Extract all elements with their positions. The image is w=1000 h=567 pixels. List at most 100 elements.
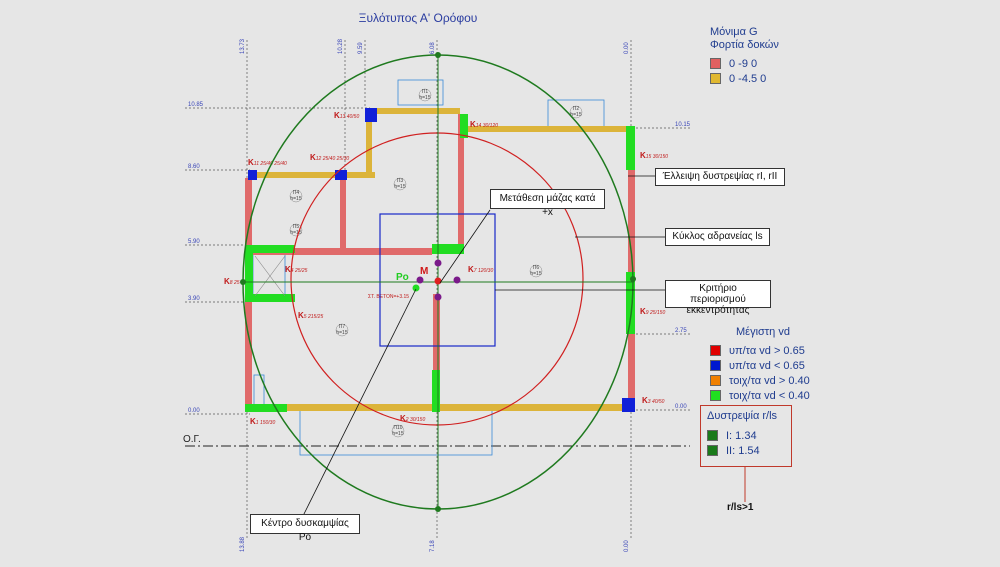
vd-legend: Μέγιστη vd υπ/τα vd > 0.65 υπ/τα vd < 0.… bbox=[710, 325, 840, 403]
beam bbox=[345, 172, 375, 178]
column-dim: 5 215/25 bbox=[304, 314, 324, 320]
vd-legend-item: υπ/τα vd < 0.65 bbox=[710, 358, 840, 373]
inertia-circle bbox=[290, 132, 584, 426]
column-dim: 4 25/25 bbox=[291, 268, 308, 274]
slab-markers: Π1h=15 Π2h=15 Π3h=15 Π4h=15 Π5h=15 Π6h=1… bbox=[289, 88, 583, 438]
ductility-title: Δυστρεψία r/ls bbox=[707, 410, 778, 422]
stair-lines bbox=[254, 255, 286, 297]
level-labels-right: 10.15 2.75 0.00 bbox=[675, 122, 691, 410]
column-label: K2 30/150 bbox=[400, 414, 425, 423]
legend-label: τοιχ/τα vd < 0.40 bbox=[729, 389, 810, 402]
column-dim: 14 30/120 bbox=[476, 123, 498, 129]
mass-shift-point bbox=[434, 293, 442, 301]
column-label: K15 30/150 bbox=[640, 151, 668, 160]
slab-id: Π4 bbox=[293, 190, 300, 196]
column-label: K13 40/50 bbox=[334, 111, 359, 120]
inertia-callout: Κύκλος αδρανείας ls bbox=[665, 228, 770, 246]
axis-end-dot bbox=[240, 279, 246, 285]
axis-labels-bottom: 13.88 7.18 0.00 bbox=[240, 536, 630, 552]
eccentricity-text-1: Κριτήριο περιορισμού bbox=[690, 283, 746, 305]
column bbox=[248, 170, 257, 180]
column-label: K14 30/120 bbox=[470, 120, 498, 129]
axis-label: 0.00 bbox=[624, 540, 630, 552]
beam bbox=[628, 170, 635, 272]
column-dim: 8 25 bbox=[230, 280, 240, 286]
ductility-box: Δυστρεψία r/ls I: 1.34 II: 1.54 bbox=[700, 405, 792, 467]
slab-marker: Π5h=15 bbox=[289, 223, 303, 237]
loads-legend: Μόνιμα G Φορτία δοκών 0 -9 0 0 -4.5 0 bbox=[710, 26, 830, 86]
wall bbox=[460, 114, 468, 138]
column-dim: 9 25/150 bbox=[646, 310, 666, 316]
drawing-title: Ξυλότυπος Α' Ορόφου bbox=[359, 11, 478, 25]
column-labels: K11 25/40 25/40 K12 25/40 25/30 K13 40/5… bbox=[224, 111, 668, 426]
ductility-value: II: 1.54 bbox=[726, 444, 760, 457]
ductility-connector bbox=[744, 466, 746, 502]
beam bbox=[433, 294, 440, 370]
mass-shift-point bbox=[434, 259, 442, 267]
column-id: K bbox=[642, 396, 648, 405]
slab-h: h=15 bbox=[530, 271, 541, 277]
walls bbox=[245, 114, 635, 412]
column-id: K bbox=[640, 307, 646, 316]
legend-swatch bbox=[710, 360, 721, 371]
legend-label: 0 -4.5 0 bbox=[729, 72, 767, 85]
slab-id: Π10 bbox=[393, 425, 402, 431]
mass-shift-point bbox=[453, 276, 461, 284]
mass-shift-point bbox=[416, 276, 424, 284]
level-label: 0.00 bbox=[188, 408, 200, 414]
stiffness-center-text: Κέντρο δυσκαμψίας Po bbox=[261, 518, 349, 543]
slab-id: Π6 bbox=[533, 265, 540, 271]
level-lines bbox=[185, 107, 690, 415]
level-label: 2.75 bbox=[675, 328, 687, 334]
vd-legend-item: τοιχ/τα vd > 0.40 bbox=[710, 373, 840, 388]
wall bbox=[245, 294, 295, 302]
column-id: K bbox=[248, 158, 254, 167]
legend-label: 0 -9 0 bbox=[729, 57, 758, 70]
beam bbox=[458, 114, 464, 250]
stiffness-center-label: Po bbox=[396, 272, 409, 283]
ductility-item: II: 1.54 bbox=[707, 443, 785, 458]
slab-id: Π5 bbox=[293, 224, 300, 230]
vd-legend-item: υπ/τα vd > 0.65 bbox=[710, 343, 840, 358]
mass-center-point bbox=[434, 277, 442, 285]
column-dim: 1 150/30 bbox=[256, 420, 276, 426]
slab-marker: Π4h=15 bbox=[289, 189, 303, 203]
beam bbox=[366, 108, 460, 114]
column bbox=[335, 170, 347, 180]
column-label: K11 25/40 25/40 bbox=[248, 158, 287, 167]
stiffness-center-point bbox=[412, 284, 420, 292]
column-label: K8 25 bbox=[224, 277, 240, 286]
column-label: K7 120/30 bbox=[468, 265, 493, 274]
leader-lines bbox=[299, 175, 665, 523]
axis-label: 7.18 bbox=[430, 540, 436, 552]
column-id: K bbox=[298, 311, 304, 320]
legend-label: τοιχ/τα vd > 0.40 bbox=[729, 374, 810, 387]
legend-swatch bbox=[710, 375, 721, 386]
column-dim: 13 40/50 bbox=[340, 114, 360, 120]
axis-end-dot bbox=[630, 276, 636, 282]
column-label: K3 40/50 bbox=[642, 396, 665, 405]
column-dim: 3 40/50 bbox=[648, 399, 665, 405]
ellipse-callout: Έλλειψη δυστρεψίας rI, rII bbox=[655, 168, 785, 186]
ductility-note: r/ls>1 bbox=[727, 502, 754, 513]
column-dim: 7 120/30 bbox=[474, 268, 494, 274]
wall bbox=[245, 404, 287, 412]
legend-label: υπ/τα vd > 0.65 bbox=[729, 344, 805, 357]
mass-center-label: M bbox=[420, 266, 428, 277]
axis-label: 9.59 bbox=[358, 42, 364, 54]
wall bbox=[432, 370, 440, 412]
slab-h: h=15 bbox=[570, 112, 581, 118]
wall bbox=[245, 245, 295, 253]
column-label: K4 25/25 bbox=[285, 265, 308, 274]
beam bbox=[628, 332, 635, 398]
legend-swatch bbox=[710, 345, 721, 356]
slab-id: Π2 bbox=[573, 106, 580, 112]
slab-marker: Π1h=15 bbox=[418, 88, 432, 102]
eccentricity-text-2: εκκεντρότητας bbox=[686, 305, 750, 316]
column-id: K bbox=[334, 111, 340, 120]
beam bbox=[460, 126, 632, 132]
level-label: 0.00 bbox=[675, 404, 687, 410]
axis-end-dot bbox=[435, 52, 441, 58]
level-label: 5.90 bbox=[188, 239, 200, 245]
